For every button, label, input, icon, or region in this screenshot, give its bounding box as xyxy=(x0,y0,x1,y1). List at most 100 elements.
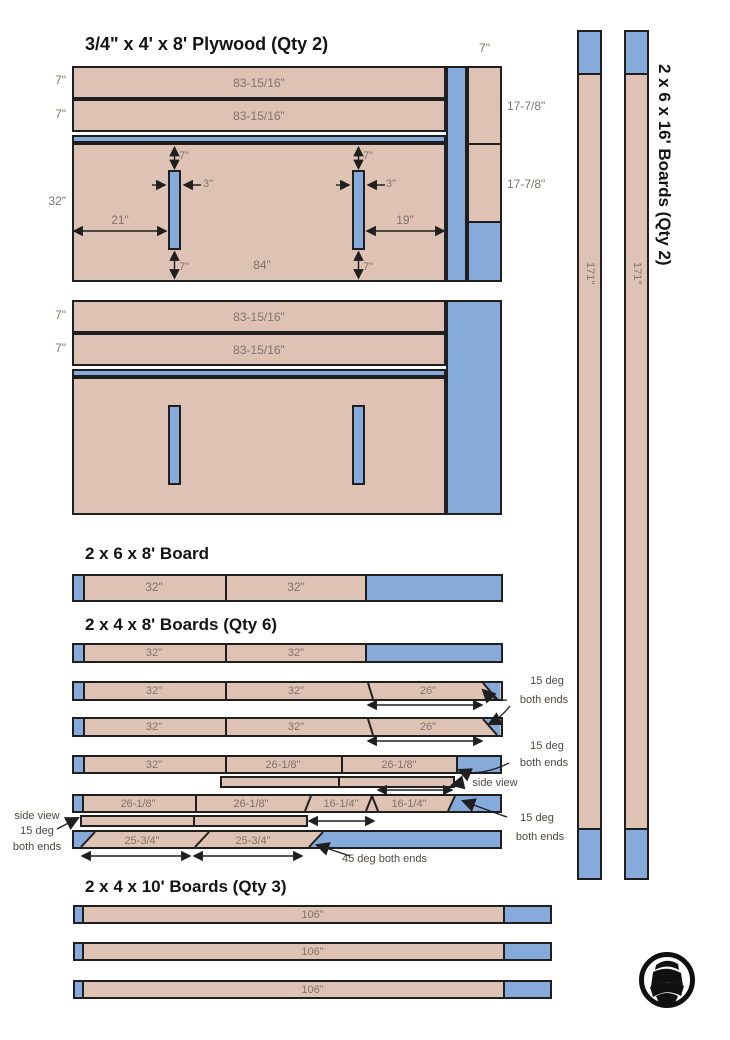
segment-length-label: 25-3/4" xyxy=(235,835,271,847)
plywood2-offcut-strip xyxy=(72,369,446,377)
cut-line xyxy=(82,907,84,922)
angle-note: 15 deg xyxy=(520,812,554,824)
plywood2-strip-1: 83-15/16" xyxy=(72,300,446,333)
segment-length-label: 106" xyxy=(301,984,324,996)
boards-2x4x10-section-title: 2 x 4 x 10' Boards (Qty 3) xyxy=(85,877,287,896)
segment-length-label: 32" xyxy=(145,647,163,659)
cut-line xyxy=(225,645,227,661)
strip-width-label: 7" xyxy=(55,107,66,121)
board-2x6x16-right xyxy=(624,30,649,880)
slot-position-label: 21" xyxy=(111,213,129,227)
board-end-offcut xyxy=(75,907,82,922)
slot-width-label: 3" xyxy=(386,178,397,190)
board-end-offcut xyxy=(579,32,600,73)
cut-line xyxy=(503,982,505,997)
board-end-offcut xyxy=(626,32,647,73)
plywood2-waste-column xyxy=(446,300,502,515)
cut-line xyxy=(225,683,227,699)
slot-offset-label: 7" xyxy=(363,150,374,162)
plywood2-main-panel xyxy=(72,377,446,515)
strip-width-label: 7" xyxy=(55,308,66,322)
plywood-section-title: 3/4" x 4' x 8' Plywood (Qty 2) xyxy=(85,34,329,54)
cut-line xyxy=(83,757,85,772)
segment-length-label: 26-1/8" xyxy=(265,759,301,771)
strip-width-label: 7" xyxy=(55,73,66,87)
segment-length-label: 25-3/4" xyxy=(124,835,160,847)
strip-length-label: 83-15/16" xyxy=(233,342,285,357)
board-2x4x10-row2 xyxy=(73,942,552,961)
cut-line xyxy=(193,817,195,825)
segment-length-label: 106" xyxy=(301,909,324,921)
side-view-note: side view xyxy=(472,777,518,789)
segment-length-label: 26" xyxy=(419,721,437,733)
panel-height-label: 32" xyxy=(48,194,66,208)
boards-2x6x16-section-title: 2 x 6 x 16' Boards (Qty 2) xyxy=(655,64,674,266)
boards-2x4x8-section-title: 2 x 4 x 8' Boards (Qty 6) xyxy=(85,615,278,634)
strip-length-label: 83-15/16" xyxy=(233,108,285,123)
angle-note: both ends xyxy=(515,831,565,843)
angle-note: both ends xyxy=(519,694,569,706)
segment-length-label: 32" xyxy=(287,580,305,594)
board-2x4x8-row3 xyxy=(72,717,503,737)
cut-line xyxy=(341,757,343,772)
board-end-offcut xyxy=(74,719,83,735)
board-end-offcut xyxy=(74,796,82,811)
slot-offset-label: 7" xyxy=(363,261,374,273)
plywood1-strip-1: 83-15/16" xyxy=(72,66,446,99)
cut-line xyxy=(626,828,647,830)
segment-length-label: 32" xyxy=(287,647,305,659)
cut-line xyxy=(456,757,458,772)
angle-note: both ends xyxy=(12,841,62,853)
cut-line xyxy=(83,719,85,735)
strip-length-label: 83-15/16" xyxy=(233,75,285,90)
segment-length-label: 106" xyxy=(301,946,324,958)
board-2x4x10-row3 xyxy=(73,980,552,999)
segment-length-label: 171" xyxy=(631,262,644,285)
cut-line xyxy=(503,907,505,922)
board-waste xyxy=(505,944,550,959)
angle-note: 15 deg xyxy=(20,825,54,837)
plywood2-slot-cutout-right xyxy=(352,405,365,485)
segment-length-label: 171" xyxy=(584,262,597,285)
board-end-offcut xyxy=(74,683,83,699)
cut-line xyxy=(365,576,367,600)
board-end-offcut xyxy=(74,757,83,772)
board-2x4x10-row1 xyxy=(73,905,552,924)
segment-length-label: 26-1/8" xyxy=(381,759,417,771)
strip-length-label: 83-15/16" xyxy=(233,309,285,324)
plywood1-main-panel xyxy=(72,143,446,282)
side-piece-length-label: 17-7/8" xyxy=(507,177,546,191)
slot-width-label: 3" xyxy=(203,178,214,190)
segment-length-label: 32" xyxy=(287,685,305,697)
segment-length-label: 32" xyxy=(145,685,163,697)
board-end-offcut xyxy=(74,576,83,600)
cut-line xyxy=(82,982,84,997)
plywood2-strip-2: 83-15/16" xyxy=(72,333,446,366)
cut-line xyxy=(579,73,600,75)
plywood1-waste-strip xyxy=(446,66,467,282)
cut-line xyxy=(365,645,367,661)
segment-length-label: 16-1/4" xyxy=(323,798,359,810)
cut-line xyxy=(225,576,227,600)
plywood1-side-piece-2 xyxy=(467,143,502,223)
board-waste xyxy=(367,645,501,661)
plywood1-slot-cutout-left xyxy=(168,170,181,250)
slot-offset-label: 7" xyxy=(179,261,190,273)
board-waste xyxy=(626,830,647,878)
angle-note: 15 deg xyxy=(530,740,564,752)
cut-line xyxy=(82,796,84,811)
side-column-width-label: 7" xyxy=(479,41,490,55)
board-2x6x16-left xyxy=(577,30,602,880)
plywood1-strip-2: 83-15/16" xyxy=(72,99,446,132)
strip-width-label: 7" xyxy=(55,341,66,355)
board-end-offcut xyxy=(75,944,82,959)
side-view-note: side view xyxy=(14,810,60,822)
plywood1-offcut-strip xyxy=(72,135,446,143)
slot-position-label: 19" xyxy=(396,213,414,227)
board-waste xyxy=(367,576,501,600)
cut-line xyxy=(82,944,84,959)
angle-note: 15 deg xyxy=(530,675,564,687)
plywood1-slot-cutout-right xyxy=(352,170,365,250)
segment-length-label: 32" xyxy=(145,580,163,594)
